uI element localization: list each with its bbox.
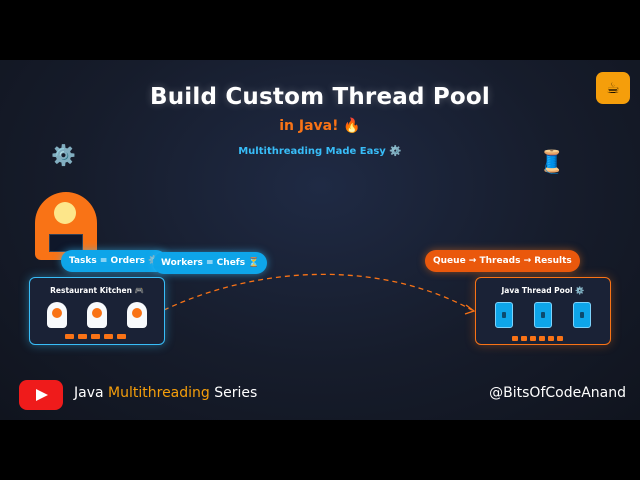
result-item (512, 336, 518, 341)
pill-queue-threads-results: Queue → Threads → Results (425, 250, 580, 272)
gear-icon: ⚙️ (51, 143, 76, 167)
subtitle: in Java! 🔥 (279, 118, 361, 134)
order-ticket (104, 334, 113, 339)
result-item (557, 336, 563, 341)
chef-figure (47, 302, 67, 328)
worker-thread (573, 302, 591, 328)
order-ticket (117, 334, 126, 339)
pill-tasks-orders: Tasks = Orders ⚙️ (61, 250, 168, 272)
restaurant-kitchen-panel: Restaurant Kitchen 🎮 (29, 277, 165, 345)
main-title: Build Custom Thread Pool (150, 84, 490, 110)
order-ticket (91, 334, 100, 339)
channel-handle: @BitsOfCodeAnand (489, 385, 626, 401)
result-item (548, 336, 554, 341)
coffee-icon: ☕ (596, 72, 630, 104)
java-thread-pool-panel: Java Thread Pool ⚙️ (475, 277, 611, 345)
order-ticket (65, 334, 74, 339)
series-accent: Multithreading (108, 385, 210, 401)
pill-workers-chefs: Workers = Chefs ⏳ (153, 252, 268, 274)
worker-thread (534, 302, 552, 328)
flow-arrow (163, 273, 476, 315)
youtube-logo-icon (19, 380, 63, 410)
kitchen-title: Restaurant Kitchen 🎮 (50, 286, 144, 295)
thread-spool-icon: 🧵 (538, 150, 566, 175)
result-item (521, 336, 527, 341)
order-queue (65, 334, 126, 339)
mascot-illustration (35, 192, 97, 260)
chef-figure (87, 302, 107, 328)
result-item (530, 336, 536, 341)
pool-title: Java Thread Pool ⚙️ (501, 286, 585, 295)
mascot-face (54, 202, 76, 224)
result-queue (512, 336, 563, 341)
worker-thread (495, 302, 513, 328)
order-ticket (78, 334, 87, 339)
series-label: Java Multithreading Series (74, 385, 258, 401)
tagline: Multithreading Made Easy ⚙️ (238, 146, 402, 157)
thumbnail-canvas: Build Custom Thread Pool in Java! 🔥 Mult… (0, 60, 640, 420)
chef-figure (127, 302, 147, 328)
result-item (539, 336, 545, 341)
